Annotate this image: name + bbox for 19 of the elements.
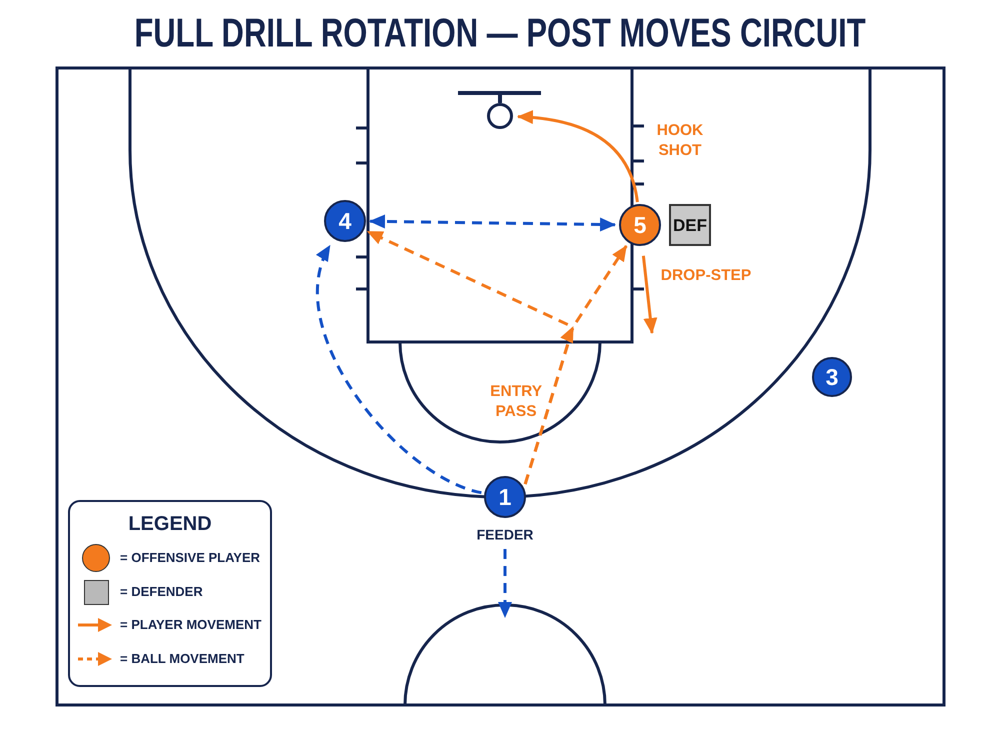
diagram-title: FULL DRILL ROTATION — POST MOVES CIRCUIT — [134, 12, 866, 54]
player-marker: 4 — [324, 200, 366, 242]
legend-title: LEGEND — [128, 513, 212, 535]
hoop-rim — [487, 103, 513, 129]
dashed-arrow — [498, 549, 512, 618]
legend-text: = OFFENSIVE PLAYER — [120, 550, 260, 566]
dashed-arrow — [316, 244, 482, 494]
node-caption: FEEDER — [476, 527, 534, 543]
dashed-arrow — [366, 230, 575, 485]
legend-text: = BALL MOVEMENT — [120, 652, 244, 666]
player-marker: 1 — [484, 476, 526, 518]
arrow — [642, 256, 658, 334]
arrow — [517, 110, 639, 202]
player-marker: 3 — [812, 357, 852, 397]
legend-text: = PLAYER MOVEMENT — [120, 618, 262, 632]
dashed-double-headed-arrow — [369, 214, 616, 232]
defender-marker: DEF — [669, 204, 711, 246]
player-marker: 5 — [619, 204, 661, 246]
legend-text: = DEFENDER — [120, 584, 203, 600]
